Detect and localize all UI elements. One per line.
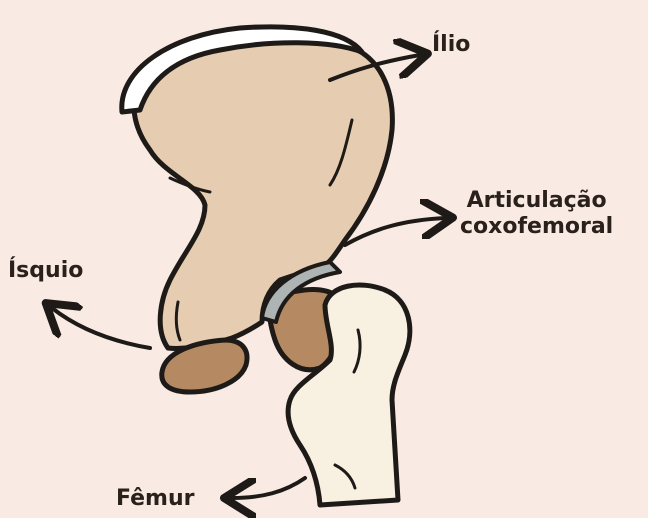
- label-articulacao-line-2: coxofemoral: [460, 214, 613, 240]
- arrow-isquio: [52, 308, 150, 348]
- label-femur: Fêmur: [116, 486, 195, 512]
- label-isquio: Ísquio: [8, 258, 83, 284]
- label-ilio: Ílio: [432, 32, 470, 58]
- label-articulacao-coxofemoral: Articulação coxofemoral: [460, 188, 613, 240]
- arrow-femur: [232, 478, 305, 498]
- label-articulacao-line-1: Articulação: [460, 188, 613, 214]
